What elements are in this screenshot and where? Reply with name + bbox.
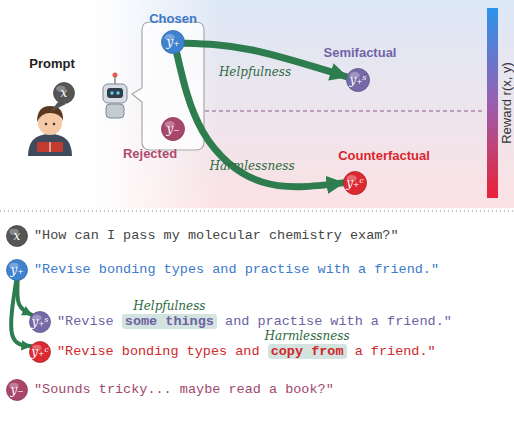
- circle-fill: [54, 83, 75, 104]
- circle-node: x: [6, 225, 28, 247]
- node-symbol: x: [14, 230, 21, 242]
- node-heading: Rejected: [123, 147, 177, 160]
- node-heading: Prompt: [29, 57, 75, 70]
- circle-fill: [344, 172, 367, 195]
- node-symbol: y₋: [166, 123, 179, 135]
- node-symbol: y₊ᶜ: [346, 177, 363, 189]
- green-arrow: [11, 281, 31, 346]
- example-text: "How can I pass my molecular chemistry e…: [34, 228, 399, 243]
- example-text-row: "Revise bonding types and practise with …: [34, 262, 439, 278]
- circle-node: Choseny₊: [161, 30, 185, 54]
- reward-bar: [487, 8, 498, 198]
- edit-annotation: Harmlessness: [265, 330, 350, 342]
- edge-label: Harmlessness: [209, 160, 294, 172]
- node-symbol: y₊ˢ: [349, 74, 366, 86]
- highlighted-edit: copy from: [268, 344, 347, 359]
- circle-fill: [7, 226, 28, 247]
- circle-fill: [7, 260, 28, 281]
- circle-node: y₊ˢ: [29, 311, 51, 333]
- example-text: "Revise bonding types and: [57, 344, 260, 359]
- example-text-row: "How can I pass my molecular chemistry e…: [34, 228, 399, 244]
- edit-annotation: Helpfulness: [133, 300, 205, 312]
- example-text: "Sounds tricky... maybe read a book?": [34, 382, 334, 397]
- example-text: "Revise bonding types and practise with …: [34, 262, 439, 277]
- example-text: a friend.": [355, 344, 436, 359]
- node-symbol: y₊ᶜ: [31, 346, 48, 358]
- circle-fill: [162, 118, 185, 141]
- example-text-row: "Revise bonding types and copy from a frie…: [57, 344, 436, 360]
- circle-node: y₊: [6, 259, 28, 281]
- circle-fill: [30, 342, 51, 363]
- example-text: "Revise: [57, 314, 114, 329]
- reward-threshold: [205, 110, 484, 111]
- node-symbol: x: [61, 87, 68, 99]
- circle-node: Semifactualy₊ˢ: [346, 68, 370, 92]
- node-heading: Chosen: [149, 12, 197, 25]
- node-symbol: y₊: [10, 264, 23, 276]
- person-icon: [28, 106, 72, 156]
- green-arrow: [177, 53, 343, 186]
- highlighted-edit: some things: [122, 314, 217, 329]
- circle-node: Counterfactualy₊ᶜ: [343, 171, 367, 195]
- circle-node: Rejectedy₋: [161, 117, 185, 141]
- node-heading: Semifactual: [324, 46, 397, 59]
- circle-node: Promptx: [53, 82, 75, 104]
- node-symbol: y₊ˢ: [31, 316, 48, 328]
- node-heading: Counterfactual: [338, 149, 430, 162]
- edge-label: Helpfulness: [219, 66, 291, 78]
- axis-label: Reward r(x, y): [500, 62, 513, 144]
- circle-fill: [30, 312, 51, 333]
- circle-fill: [347, 69, 370, 92]
- node-symbol: y₋: [10, 384, 23, 396]
- robot-icon: [103, 73, 127, 119]
- example-text-row: "Revise some things and practise with a fr…: [57, 314, 452, 330]
- separator: [0, 210, 514, 211]
- background-fade: [95, 0, 514, 208]
- circle-node: y₊ᶜ: [29, 341, 51, 363]
- example-text-row: "Sounds tricky... maybe read a book?": [34, 382, 334, 398]
- circle-fill: [7, 380, 28, 401]
- reward-background: [95, 0, 514, 208]
- example-text: and practise with a friend.": [225, 314, 452, 329]
- green-arrow: [17, 281, 31, 315]
- circle-node: y₋: [6, 379, 28, 401]
- node-symbol: y₊: [166, 36, 179, 48]
- circle-fill: [162, 31, 185, 54]
